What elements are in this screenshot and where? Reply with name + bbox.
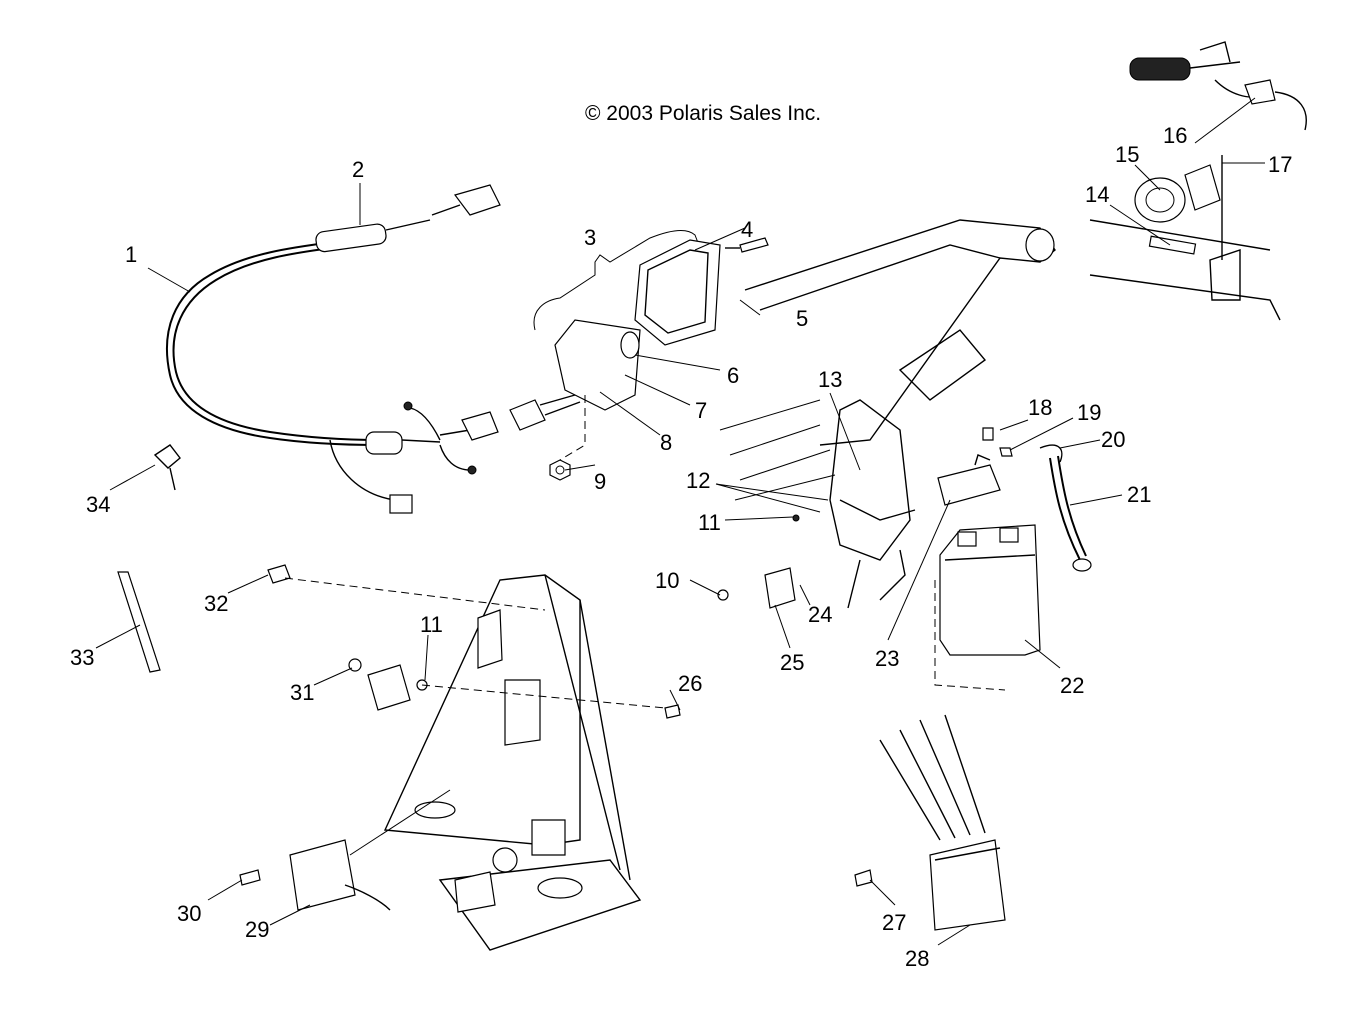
callout-27: 27 bbox=[882, 910, 906, 935]
frame-center bbox=[719, 219, 1056, 609]
callout-33: 33 bbox=[70, 645, 94, 670]
wiring-harness bbox=[166, 184, 501, 514]
callout-25: 25 bbox=[780, 650, 804, 675]
callout-19: 19 bbox=[1077, 400, 1101, 425]
callout-2: 2 bbox=[352, 157, 364, 182]
leader-lines bbox=[95, 97, 1265, 946]
callout-4: 4 bbox=[741, 217, 753, 242]
callout-13: 13 bbox=[818, 367, 842, 392]
callout-23: 23 bbox=[875, 646, 899, 671]
horn bbox=[1089, 155, 1281, 321]
fasteners bbox=[117, 444, 873, 887]
callout-5: 5 bbox=[796, 306, 808, 331]
callout-9: 9 bbox=[594, 469, 606, 494]
callouts: 1 2 3 4 5 6 7 8 9 10 11 11 12 13 14 15 1… bbox=[70, 123, 1292, 971]
callout-16: 16 bbox=[1163, 123, 1187, 148]
callout-32: 32 bbox=[204, 591, 228, 616]
callout-18: 18 bbox=[1028, 395, 1052, 420]
callout-20: 20 bbox=[1101, 427, 1125, 452]
callout-11-lower: 11 bbox=[420, 612, 443, 637]
callout-29: 29 bbox=[245, 917, 269, 942]
copyright-text: © 2003 Polaris Sales Inc. bbox=[585, 102, 821, 125]
dashed-guide-3 bbox=[934, 580, 1006, 691]
callout-11-upper: 11 bbox=[698, 510, 721, 535]
callout-12: 12 bbox=[686, 468, 710, 493]
callout-3: 3 bbox=[584, 225, 596, 250]
callout-17: 17 bbox=[1268, 152, 1292, 177]
handlebar-switch bbox=[1129, 41, 1307, 131]
callout-22: 22 bbox=[1060, 673, 1084, 698]
dashed-guide-1 bbox=[284, 577, 546, 611]
callout-34: 34 bbox=[86, 492, 110, 517]
taillight-assembly bbox=[509, 229, 769, 481]
callout-7: 7 bbox=[695, 398, 707, 423]
callout-31: 31 bbox=[290, 680, 314, 705]
callout-6: 6 bbox=[727, 363, 739, 388]
callout-10: 10 bbox=[655, 568, 679, 593]
callout-14: 14 bbox=[1085, 182, 1109, 207]
callout-24: 24 bbox=[808, 602, 832, 627]
regulator bbox=[289, 839, 391, 911]
battery bbox=[937, 427, 1092, 656]
callout-1: 1 bbox=[125, 242, 137, 267]
callout-21: 21 bbox=[1127, 482, 1151, 507]
mounting-plate bbox=[383, 574, 642, 951]
callout-30: 30 bbox=[177, 901, 201, 926]
coil bbox=[348, 658, 428, 711]
dashed-guide-2 bbox=[421, 684, 666, 709]
callout-26: 26 bbox=[678, 671, 702, 696]
callout-28: 28 bbox=[905, 946, 929, 971]
callout-15: 15 bbox=[1115, 142, 1139, 167]
cdi-module bbox=[879, 714, 1006, 931]
callout-8: 8 bbox=[660, 430, 672, 455]
